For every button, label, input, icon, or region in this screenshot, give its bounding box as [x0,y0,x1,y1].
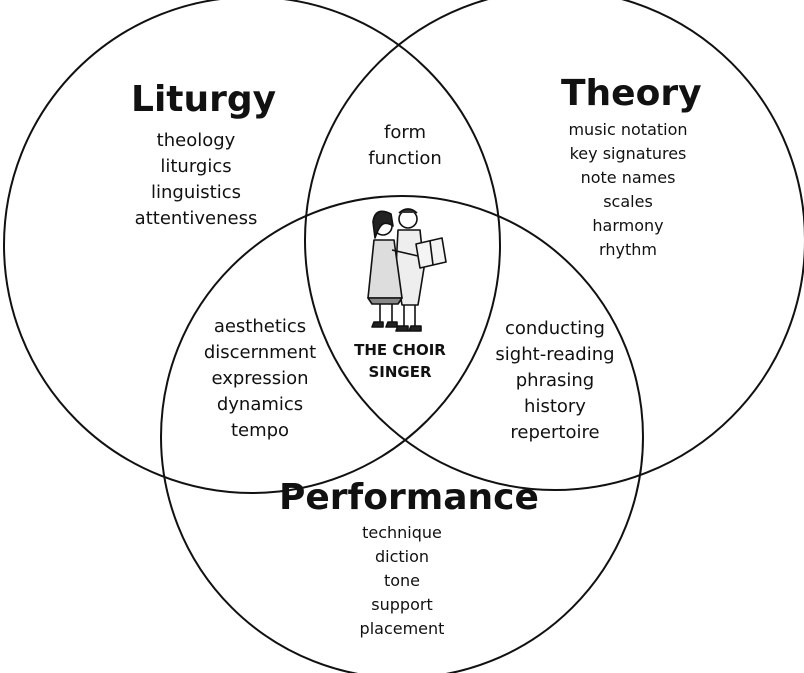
list-item: theology [156,130,236,151]
theory-performance-items: conducting sight-reading phrasing histor… [485,316,625,446]
list-item: note names [580,168,676,187]
list-item: scales [603,192,653,211]
center-label-line-2: SINGER [368,363,432,381]
list-item: placement [359,619,445,638]
theory-title: Theory [561,73,702,114]
list-item: linguistics [151,182,241,203]
theory-circle [304,0,804,491]
list-item: technique [362,523,442,542]
list-item: aesthetics [213,316,307,337]
list-item: phrasing [515,370,595,391]
list-item: conducting [505,318,605,339]
choir-singers-illustration [367,208,447,332]
list-item: dynamics [216,394,304,415]
list-item: expression [211,368,309,389]
center-label-line-1: THE CHOIR [354,341,446,359]
performance-circle [160,195,644,673]
list-item: harmony [592,216,664,235]
liturgy-theory-items: form function [350,120,460,172]
list-item: function [368,148,442,169]
list-item: key signatures [569,144,687,163]
center-label: THE CHOIR SINGER [345,339,455,383]
liturgy-performance-items: aesthetics discernment expression dynami… [195,314,325,444]
list-item: attentiveness [134,208,258,229]
list-item: repertoire [510,422,600,443]
list-item: support [371,595,433,614]
list-item: rhythm [599,240,657,259]
list-item: discernment [203,342,317,363]
list-item: history [524,396,586,417]
liturgy-title: Liturgy [131,79,277,120]
liturgy-circle [3,0,501,494]
list-item: diction [374,547,430,566]
liturgy-items: theology liturgics linguistics attentive… [121,128,271,232]
list-item: music notation [568,120,688,139]
list-item: form [384,122,426,143]
list-item: tempo [230,420,290,441]
performance-items: technique diction tone support placement [337,521,467,641]
list-item: sight-reading [495,344,615,365]
list-item: tone [383,571,421,590]
list-item: liturgics [160,156,232,177]
performance-title: Performance [279,477,539,518]
theory-items: music notation key signatures note names… [548,118,708,262]
